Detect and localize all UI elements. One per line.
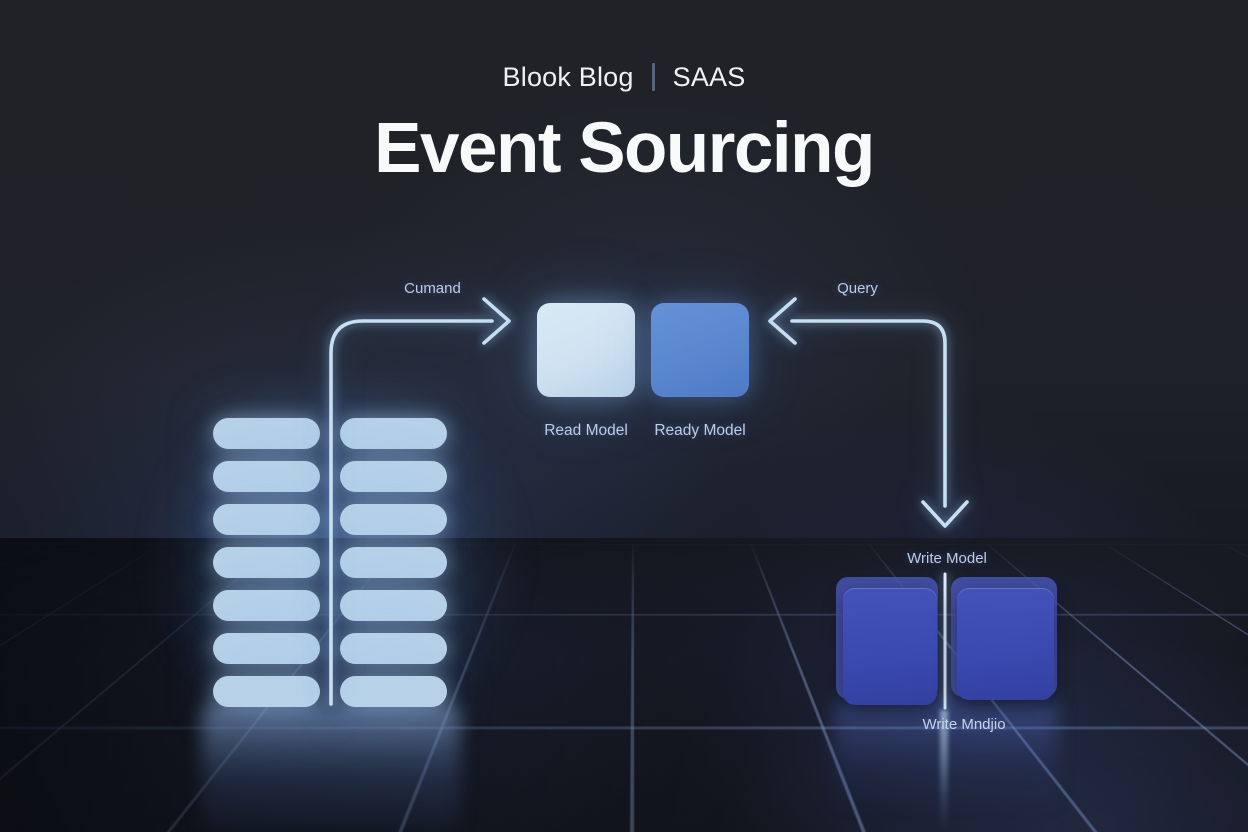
read-model-label: Read Model [544, 422, 628, 439]
event-store-pill [340, 547, 447, 578]
ready-model-label: Ready Model [654, 422, 746, 439]
command-arrowhead [482, 297, 511, 345]
query-label: Query [837, 280, 878, 297]
event-store-pill [213, 418, 320, 449]
query-arrowhead-down [921, 500, 969, 528]
query-arrowhead-left [768, 297, 797, 345]
event-store [213, 418, 447, 707]
event-store-pill [340, 418, 447, 449]
event-store-pill [340, 676, 447, 707]
event-store-pill [213, 547, 320, 578]
event-store-pill [213, 504, 320, 535]
event-store-pill [340, 461, 447, 492]
write-model-label: Write Model [907, 550, 987, 567]
event-store-pill [213, 590, 320, 621]
read-model-box [537, 303, 635, 397]
event-store-pill [340, 633, 447, 664]
brand-text: Blook Blog [502, 62, 634, 92]
write-model-box-left [843, 588, 937, 705]
write-store-label: Write Mndjio [922, 716, 1006, 733]
event-store-column [213, 418, 320, 707]
event-store-pill [340, 504, 447, 535]
event-store-pill [213, 461, 320, 492]
command-label: Cumand [404, 280, 461, 297]
query-arrow [790, 319, 947, 508]
event-store-column [340, 418, 447, 707]
event-store-pill [213, 633, 320, 664]
header-divider [651, 63, 655, 91]
event-store-pill [340, 590, 447, 621]
page-title: Event Sourcing [374, 109, 875, 188]
event-store-pill [213, 676, 320, 707]
write-model-box-right [957, 588, 1054, 700]
tag-text: SAAS [672, 62, 746, 92]
ready-model-box [651, 303, 749, 397]
header: Blook Blog SAAS [0, 62, 1248, 93]
